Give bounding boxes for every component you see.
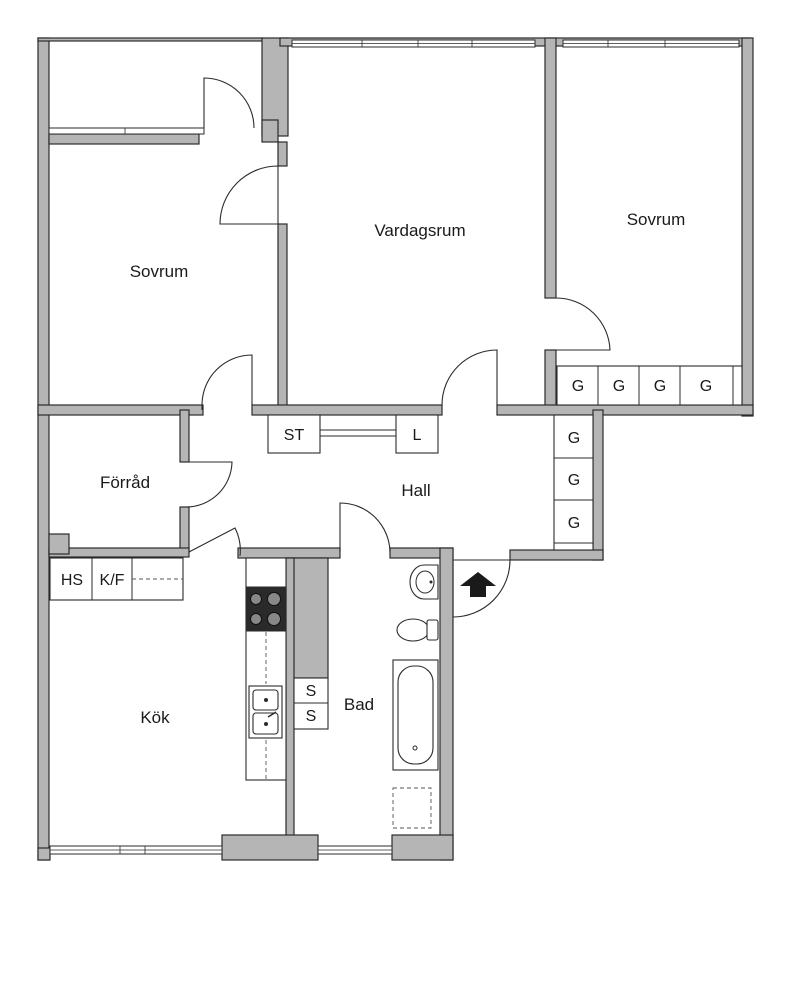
- walls: [37, 37, 754, 861]
- balcony-wall: [48, 133, 200, 145]
- hs-label: HS: [61, 572, 83, 589]
- shelf-label: S: [306, 708, 317, 725]
- bath-fixtures: S S: [293, 564, 439, 829]
- wall-kitchen-bath: [285, 557, 295, 837]
- shelf-label: S: [306, 683, 317, 700]
- wall-forrad-corner: [48, 533, 70, 555]
- stove-icon: [245, 586, 287, 632]
- wall-living-hall: [496, 404, 754, 416]
- hall-fixtures: ST L: [267, 414, 439, 454]
- st-box: [267, 414, 321, 454]
- wardrobe-label: G: [568, 472, 580, 489]
- l-box: [395, 414, 439, 454]
- room-label-sovrum-left: Sovrum: [130, 262, 189, 281]
- outer-wall-right: [741, 37, 754, 417]
- window-balcony: [48, 127, 205, 135]
- door-kitchen: [188, 527, 241, 557]
- entrance-arrow-icon: [460, 572, 496, 597]
- room-label-vardagsrum: Vardagsrum: [374, 221, 465, 240]
- washbasin-icon: [409, 564, 439, 600]
- wardrobes-hall: G G G: [553, 414, 594, 551]
- wall-column-step: [261, 119, 279, 143]
- wall-hall-right: [592, 409, 604, 561]
- wardrobe-label: G: [654, 378, 666, 395]
- room-label-sovrum-right: Sovrum: [627, 210, 686, 229]
- outer-wall-left: [37, 37, 50, 861]
- wardrobe-label: G: [568, 430, 580, 447]
- room-label-forrad: Förråd: [100, 473, 150, 492]
- room-label-hall: Hall: [401, 481, 430, 500]
- wardrobe-label: G: [568, 515, 580, 532]
- doors: [184, 77, 611, 618]
- door-balcony: [203, 77, 255, 129]
- wall-bath-right: [439, 547, 454, 861]
- room-label-kok: Kök: [140, 708, 170, 727]
- st-label: ST: [284, 427, 305, 444]
- l-label: L: [413, 427, 422, 444]
- wardrobes-bedroom: G G G G: [556, 365, 743, 406]
- kitchen-fixtures: HS K/F: [49, 557, 287, 781]
- wardrobe-label: G: [572, 378, 584, 395]
- wall-living-bedroom-right: [544, 37, 557, 299]
- wall-left-living: [277, 223, 288, 411]
- wall-bedroom-forrad: [37, 404, 204, 416]
- outer-wall-bottom-mid: [221, 834, 319, 861]
- door-forrad: [184, 461, 233, 508]
- room-label-bad: Bad: [344, 695, 374, 714]
- windows: [48, 39, 740, 855]
- room-labels: Sovrum Vardagsrum Sovrum Förråd Hall Kök…: [100, 210, 685, 727]
- door-bedroom-living: [219, 165, 279, 225]
- toilet-icon: [396, 618, 439, 642]
- sink-icon: [248, 685, 283, 739]
- wall-bedroom-hall: [251, 404, 443, 416]
- wall-hall-bottom-right: [509, 549, 604, 561]
- wall-forrad-right-bottom: [179, 506, 190, 553]
- door-bathroom: [339, 502, 391, 553]
- washer-space: [392, 787, 432, 829]
- wall-hall-kitchen: [237, 547, 341, 559]
- door-living-hall: [441, 349, 498, 406]
- door-bedroom-hall: [201, 354, 253, 410]
- wall-left-living-top: [277, 141, 288, 167]
- outer-wall-bottom-right: [391, 834, 454, 861]
- wall-living-bedroom-right-lower: [544, 349, 557, 411]
- wardrobe-block-hall: [553, 414, 594, 551]
- outer-wall-top-left: [37, 37, 264, 42]
- wall-forrad-bottom: [48, 547, 190, 558]
- kf-label: K/F: [100, 572, 125, 589]
- wardrobe-label: G: [613, 378, 625, 395]
- door-living-bedroom-right: [555, 297, 611, 351]
- bathtub-icon: [392, 659, 439, 771]
- wall-forrad-right-top: [179, 409, 190, 463]
- wardrobe-block-bedroom: [556, 365, 743, 406]
- door-entrance: [452, 559, 511, 618]
- wardrobe-label: G: [700, 378, 712, 395]
- outer-wall-bottom-left: [37, 847, 51, 861]
